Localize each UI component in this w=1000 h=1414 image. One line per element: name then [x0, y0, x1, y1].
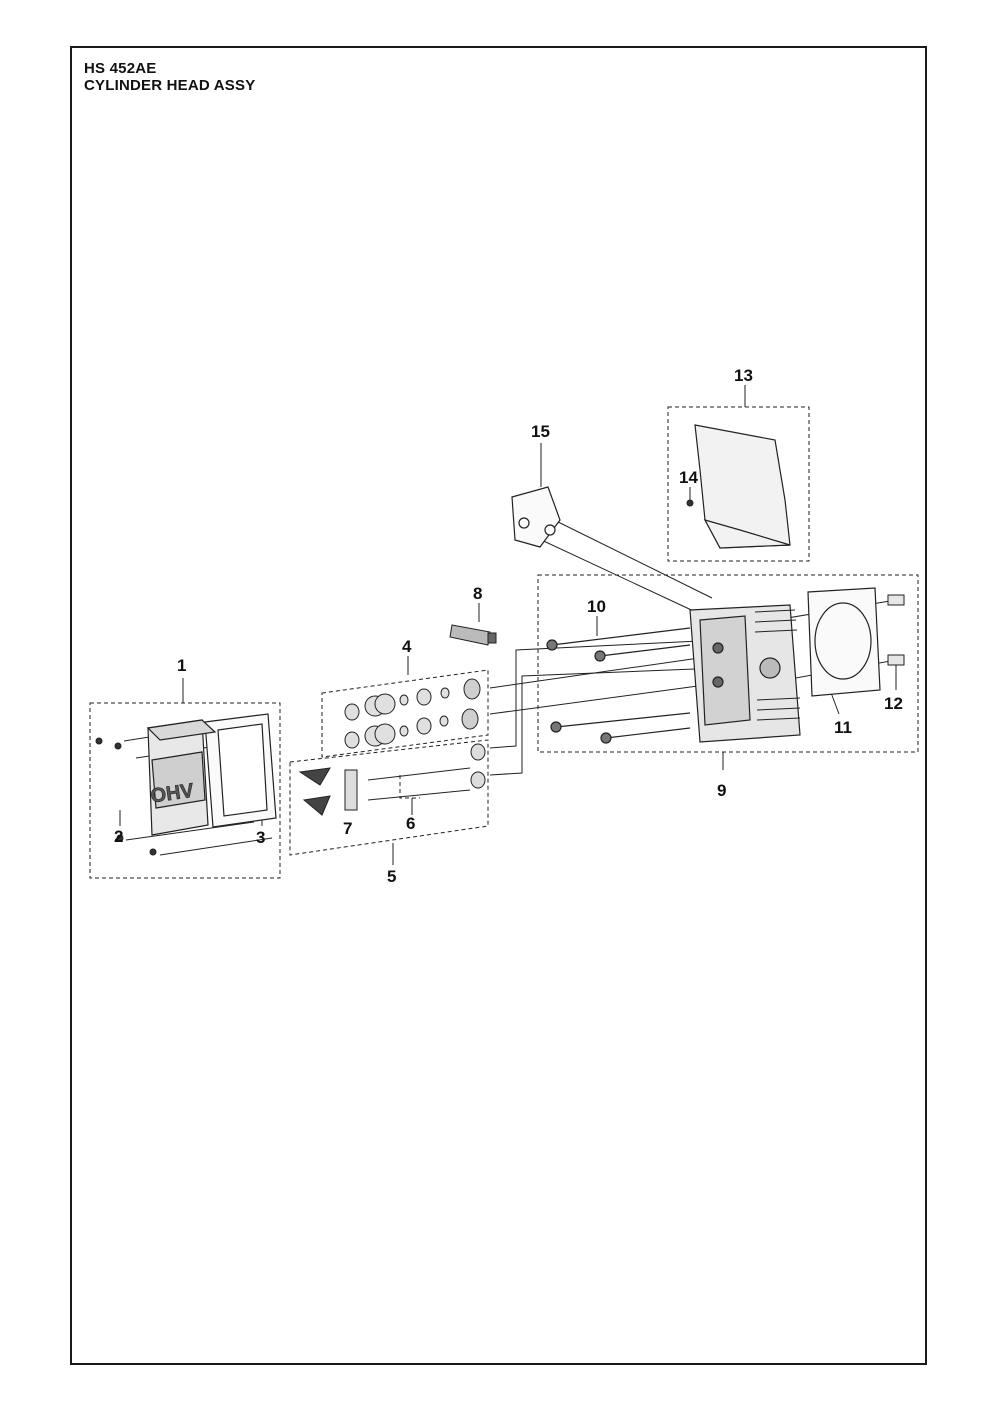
callout-7: 7 — [343, 819, 352, 838]
spark-plug-part — [449, 624, 497, 646]
page-frame — [70, 46, 927, 1365]
callout-9: 9 — [717, 781, 726, 800]
callout-6: 6 — [406, 814, 415, 833]
callout-10: 10 — [587, 597, 606, 616]
callout-5: 5 — [387, 867, 396, 886]
cylinder-head-part — [689, 604, 801, 743]
callout-2: 2 — [114, 827, 123, 846]
callout-12: 12 — [884, 694, 903, 713]
callout-8: 8 — [473, 584, 482, 603]
valve-cover-part: OHV — [146, 713, 277, 836]
callout-3: 3 — [256, 828, 265, 847]
callout-11: 11 — [834, 718, 852, 737]
callout-1: 1 — [177, 656, 186, 675]
dowel-pins-part — [887, 594, 905, 666]
ohv-emblem: OHV — [149, 780, 196, 808]
screw-part-14 — [686, 499, 694, 507]
bolt-part-2 — [95, 737, 157, 856]
valve-springs-part — [344, 678, 481, 749]
callout-4: 4 — [402, 637, 412, 656]
exhaust-gasket-part — [511, 486, 561, 548]
callout-14: 14 — [679, 468, 698, 487]
group-box-1 — [89, 702, 281, 879]
head-gasket-part — [807, 587, 881, 697]
callout-13: 13 — [734, 366, 753, 385]
group-box-13 — [667, 406, 810, 562]
callout-15: 15 — [531, 422, 550, 441]
head-bolts-part — [546, 627, 691, 744]
section-title: CYLINDER HEAD ASSY — [84, 77, 256, 94]
model-title: HS 452AE — [84, 60, 157, 77]
group-box-9 — [537, 574, 919, 753]
heat-shield-part — [694, 424, 791, 549]
rocker-pushrod-part — [298, 743, 486, 816]
group-box-4 — [321, 669, 489, 758]
